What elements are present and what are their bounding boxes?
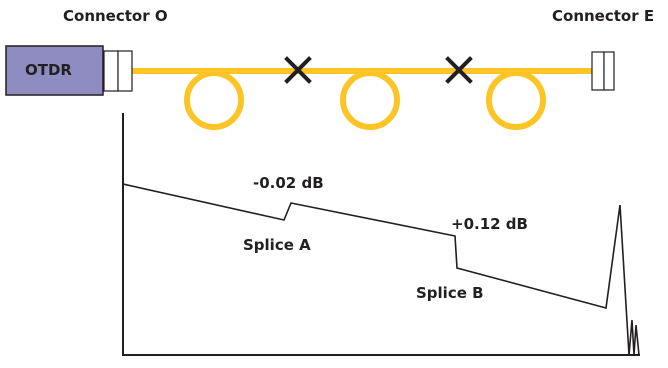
otdr-trace <box>122 183 640 356</box>
splice-a-label: Splice A <box>243 236 311 254</box>
connector-o-label: Connector O <box>63 7 168 25</box>
connector-e-icon <box>591 51 615 91</box>
otdr-label: OTDR <box>25 61 72 79</box>
connector-e-label: Connector E <box>552 7 655 25</box>
trace-axes <box>122 113 640 356</box>
fiber-loop-icon <box>184 70 244 130</box>
splice-a-loss-label: -0.02 dB <box>253 174 324 192</box>
splice-x-icon <box>284 56 312 84</box>
fiber-loop-icon <box>340 70 400 130</box>
otdr-box <box>5 45 104 96</box>
splice-x-icon <box>445 56 473 84</box>
splice-b-label: Splice B <box>416 284 484 302</box>
splice-b-loss-label: +0.12 dB <box>451 215 528 233</box>
connector-o-icon <box>103 50 133 92</box>
fiber-loop-icon <box>486 70 546 130</box>
